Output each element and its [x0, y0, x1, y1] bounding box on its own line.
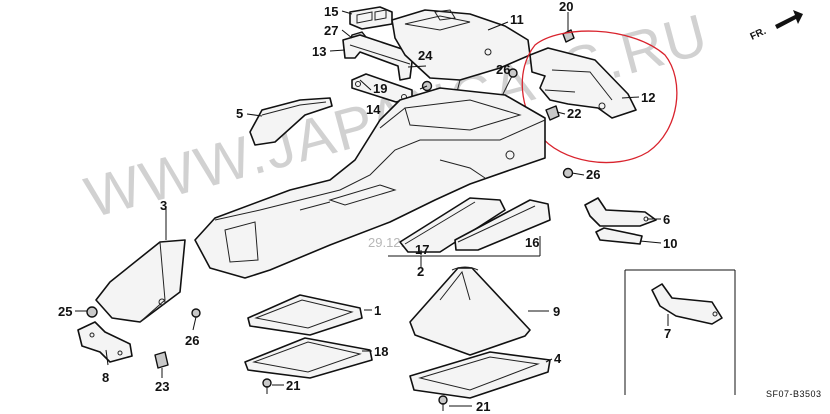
- diagram-reference-code: SF07-B3503: [766, 389, 822, 399]
- part-17-filler[interactable]: [399, 197, 506, 253]
- front-arrow-icon: [775, 10, 803, 29]
- part-3-rear-cover[interactable]: [95, 239, 186, 323]
- label-part-2: 2: [417, 264, 424, 279]
- part-number-labels: 15 27 13 24 19 14 11 20 26 12 22 5 26 3 …: [58, 0, 677, 414]
- label-part-1: 1: [374, 303, 381, 318]
- part-6-bracket[interactable]: [584, 197, 657, 227]
- label-part-22: 22: [567, 106, 581, 121]
- label-part-13: 13: [312, 44, 326, 59]
- label-part-26a: 26: [496, 62, 510, 77]
- part-21b-screw[interactable]: [438, 395, 448, 411]
- part-7-bracket[interactable]: [651, 283, 723, 325]
- label-part-3: 3: [160, 198, 167, 213]
- label-part-4: 4: [554, 351, 562, 366]
- leader-lines: [75, 10, 669, 407]
- label-part-15: 15: [324, 4, 338, 19]
- part-22-clip[interactable]: [545, 105, 560, 121]
- label-part-20: 20: [559, 0, 573, 14]
- label-part-9: 9: [553, 304, 560, 319]
- label-part-14: 14: [366, 102, 381, 117]
- label-part-17: 17: [415, 242, 429, 257]
- front-direction-label: FR.: [749, 26, 768, 43]
- inset-frame: [624, 269, 736, 395]
- label-part-24: 24: [418, 48, 433, 63]
- label-part-21b: 21: [476, 399, 490, 414]
- label-part-19: 19: [373, 81, 387, 96]
- part-21a-screw[interactable]: [262, 378, 272, 394]
- part-26c-screw[interactable]: [191, 308, 201, 318]
- label-part-18: 18: [374, 344, 388, 359]
- part-16-filler[interactable]: [454, 199, 551, 251]
- part-1-tray[interactable]: [247, 294, 363, 336]
- label-part-7: 7: [664, 326, 671, 341]
- label-part-25: 25: [58, 304, 72, 319]
- part-18-tray[interactable]: [244, 337, 373, 379]
- label-part-8: 8: [102, 370, 109, 385]
- part-15-switch-panel[interactable]: [349, 6, 393, 30]
- part-26b-screw[interactable]: [562, 167, 574, 179]
- part-9-shift-boot[interactable]: [409, 266, 531, 356]
- part-23-clip[interactable]: [154, 351, 169, 369]
- label-part-12: 12: [641, 90, 655, 105]
- label-part-6: 6: [663, 212, 670, 227]
- label-part-26b: 26: [586, 167, 600, 182]
- part-26a-screw[interactable]: [508, 68, 518, 78]
- part-10-plate[interactable]: [595, 227, 643, 245]
- part-8-bracket[interactable]: [77, 321, 133, 363]
- label-part-16: 16: [525, 235, 539, 250]
- part-5-armrest-pad[interactable]: [249, 97, 333, 146]
- label-part-10: 10: [663, 236, 677, 251]
- part-19-screw[interactable]: [419, 80, 433, 92]
- label-part-5: 5: [236, 106, 243, 121]
- part-12-bracket[interactable]: [529, 47, 637, 119]
- label-part-26c: 26: [185, 333, 199, 348]
- part-4-boot-frame[interactable]: [409, 351, 551, 399]
- assembly-bracket-2: [388, 236, 541, 267]
- front-direction-indicator: FR.: [749, 10, 803, 43]
- label-part-11: 11: [510, 12, 524, 27]
- label-part-27: 27: [324, 23, 338, 38]
- label-part-23: 23: [155, 379, 169, 394]
- part-25-clip[interactable]: [86, 306, 98, 318]
- part-2-main-console[interactable]: [194, 87, 546, 279]
- label-part-21a: 21: [286, 378, 300, 393]
